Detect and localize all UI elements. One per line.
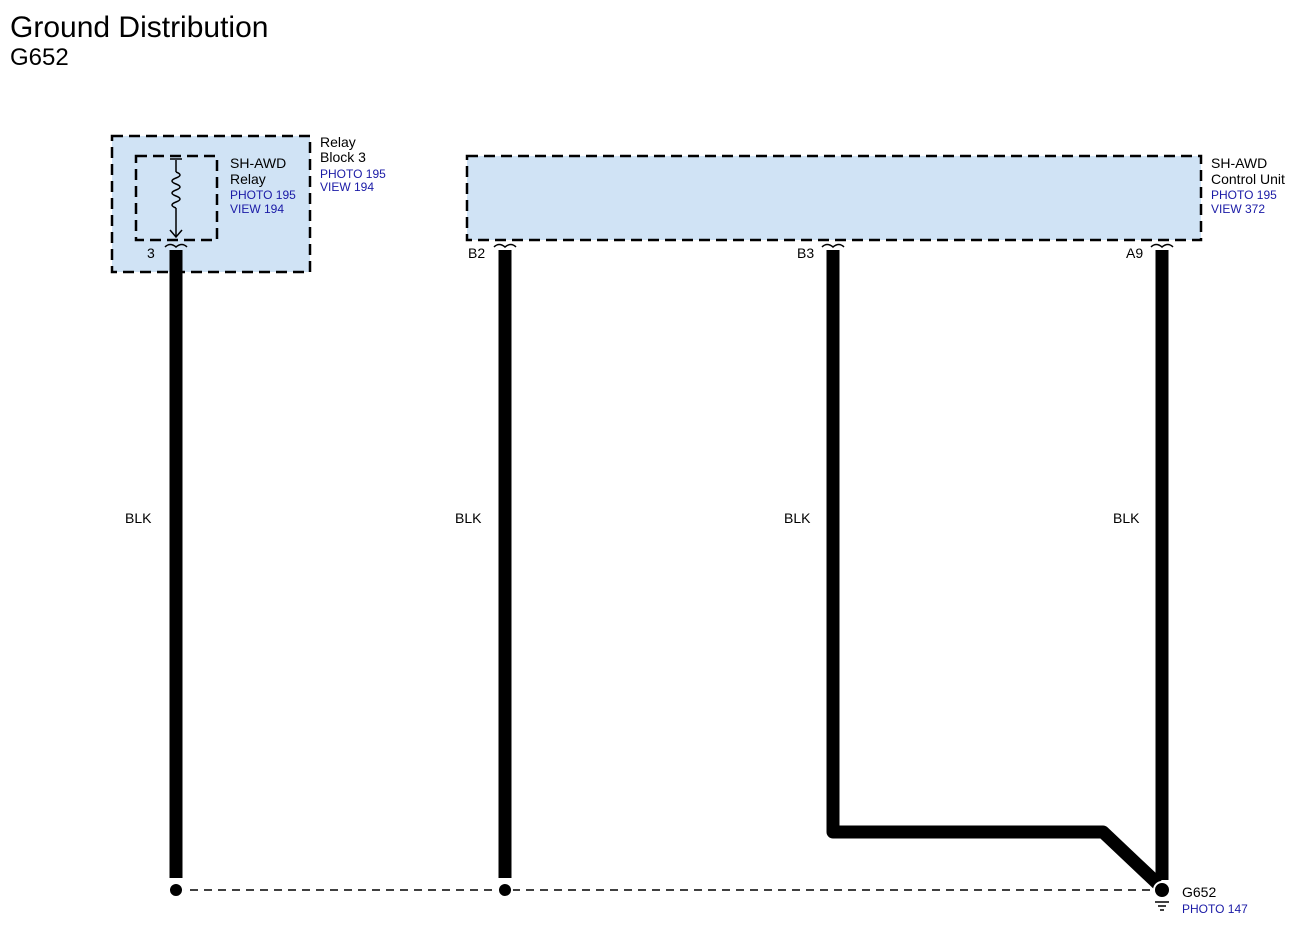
splice-point <box>497 882 513 898</box>
wire-color-label-b3: BLK <box>784 510 811 526</box>
control-unit-box <box>465 154 1203 242</box>
page-subtitle: G652 <box>10 44 69 71</box>
relay-block-name-line1: Relay <box>320 134 356 150</box>
relay-block-photo-ref[interactable]: PHOTO 195 <box>320 167 386 181</box>
control-unit-name-line1: SH-AWD <box>1211 155 1267 171</box>
control-unit-view-ref[interactable]: VIEW 372 <box>1211 202 1265 216</box>
wire-color-label-a9: BLK <box>1113 510 1140 526</box>
ground-symbol-icon <box>1155 901 1169 911</box>
terminal-connector-icons <box>164 243 1174 248</box>
wire-color-label-3: BLK <box>125 510 152 526</box>
control-unit-name-line2: Control Unit <box>1211 171 1285 187</box>
ground-photo-ref[interactable]: PHOTO 147 <box>1182 902 1248 916</box>
relay-photo-ref[interactable]: PHOTO 195 <box>230 188 296 202</box>
relay-block-name-line2: Block 3 <box>320 149 366 165</box>
pin-label-a9: A9 <box>1126 245 1143 261</box>
relay-block-view-ref[interactable]: VIEW 194 <box>320 180 374 194</box>
ground-name: G652 <box>1182 884 1216 900</box>
wire-color-label-b2: BLK <box>455 510 482 526</box>
ground-point <box>1153 881 1171 899</box>
control-unit-photo-ref[interactable]: PHOTO 195 <box>1211 188 1277 202</box>
splice-point <box>168 882 184 898</box>
pin-label-b3: B3 <box>797 245 814 261</box>
relay-coil-icon <box>169 158 183 239</box>
wire-pin-b3[interactable] <box>826 250 1163 889</box>
pin-label-3: 3 <box>147 245 155 261</box>
relay-name-line2: Relay <box>230 171 266 187</box>
relay-view-ref[interactable]: VIEW 194 <box>230 202 284 216</box>
relay-name-line1: SH-AWD <box>230 155 286 171</box>
page-title: Ground Distribution <box>10 11 268 44</box>
pin-label-b2: B2 <box>468 245 485 261</box>
